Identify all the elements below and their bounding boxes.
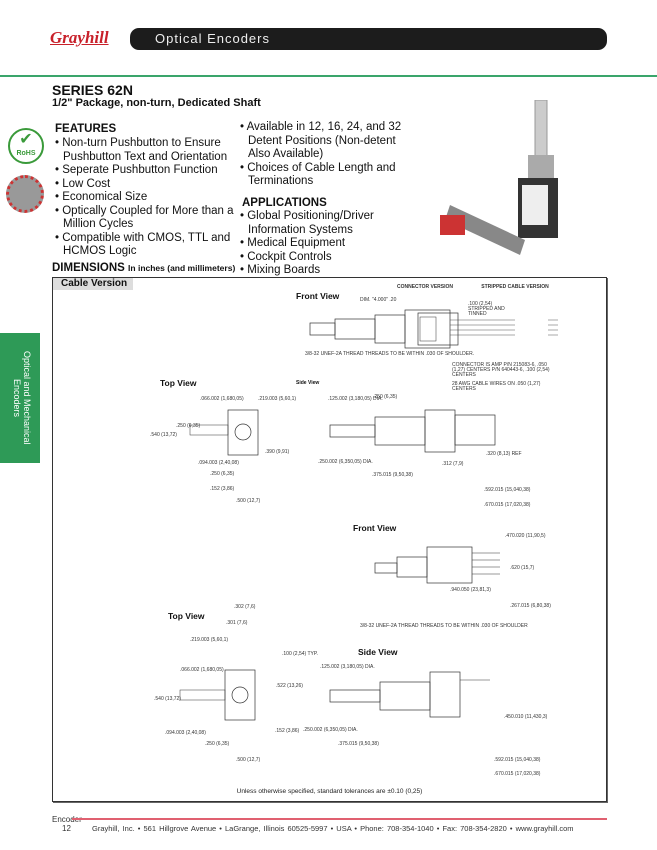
side-view-label: Side View <box>296 380 320 386</box>
dimension-label: .250 (6,35) <box>210 471 235 477</box>
thread-note: 3/8-32 UNEF-2A THREAD THREADS TO BE WITH… <box>305 351 475 357</box>
dimension-label: .450.010 (11,430,3) <box>504 714 548 720</box>
dimension-label: .620 (15,7) <box>510 565 535 571</box>
dimension-label: .320 (8,13) REF <box>486 451 522 457</box>
dimension-label: .500 (12,7) <box>236 498 261 504</box>
dimension-label: .152 (3,86) <box>275 728 300 734</box>
top-view-label-2: Top View <box>168 611 205 621</box>
dimension-label: .500 (12,7) <box>236 757 261 763</box>
dimension-label: .094.003 (2,40,08) <box>165 730 206 736</box>
front-view-drawing-2 <box>374 546 500 584</box>
dimension-label: .250 (6,35) <box>176 423 201 429</box>
top-view-label: Top View <box>160 378 197 388</box>
dimension-label: .250 (6,35) <box>205 741 230 747</box>
applications-list: Global Positioning/Driver Information Sy… <box>240 210 415 278</box>
front-view-label: Front View <box>296 291 340 301</box>
gear-seal-icon <box>6 175 44 213</box>
top-side-view-drawing-2 <box>179 669 490 721</box>
feature-item: Compatible with CMOS, TTL and HCMOS Logi… <box>55 232 235 259</box>
dimension-label: .066.002 (1,680,05) <box>180 667 224 673</box>
tolerance-note: Unless otherwise specified, standard tol… <box>236 788 423 795</box>
dimension-label: .592.015 (15,040,38) <box>494 757 541 763</box>
application-item: Global Positioning/Driver Information Sy… <box>240 210 415 237</box>
features-heading: FEATURES <box>55 123 117 135</box>
dimension-label: .094.003 (2,40,08) <box>198 460 239 466</box>
dimensions-box <box>52 277 607 802</box>
rohs-badge: ✔ RoHS <box>8 128 44 164</box>
grayhill-logo: Grayhill <box>50 28 109 47</box>
dimension-label: .375.015 (9,50,38) <box>338 741 379 747</box>
feature-item: Optically Coupled for More than a Millio… <box>55 205 235 232</box>
application-item: Cockpit Controls <box>240 251 415 265</box>
feature-item: Seperate Pushbutton Function <box>55 164 235 178</box>
feature-item: Available in 12, 16, 24, and 32 Detent P… <box>240 121 415 162</box>
features-list-right: Available in 12, 16, 24, and 32 Detent P… <box>240 121 415 189</box>
awg-note: 28 AWG CABLE WIRES ON .050 (1,27) CENTER… <box>452 381 541 392</box>
front-view-label-2: Front View <box>353 523 397 533</box>
dimension-label: .670.015 (17,020,38) <box>484 502 531 508</box>
dimension-label: .522 (13,26) <box>276 683 303 689</box>
stripped-dim: .100 (2,54) STRIPPED AND TINNED <box>468 301 505 317</box>
dimension-label: .100 (2,54) TYP. <box>282 651 318 657</box>
thread-note-2: 3/8-32 UNEF-2A THREAD THREADS TO BE WITH… <box>360 623 528 629</box>
connector-version-label: CONNECTOR VERSION <box>396 284 454 290</box>
footer-section: Encoder <box>52 815 82 824</box>
dimension-label: .250.002 (6,350,05) DIA. <box>303 727 358 733</box>
dimension-label: .219.003 (5,60,1) <box>190 637 229 643</box>
feature-item: Low Cost <box>55 178 235 192</box>
dimension-label: .540 (13,72) <box>150 432 177 438</box>
stripped-version-label: STRIPPED CABLE VERSION <box>481 284 549 290</box>
side-view-label-2: Side View <box>358 647 398 657</box>
applications-heading: APPLICATIONS <box>242 197 327 209</box>
dimension-label: .940.050 (23,81,3) <box>450 587 491 593</box>
application-item: Medical Equipment <box>240 237 415 251</box>
dimension-label: .219.003 (5,60,1) <box>258 396 297 402</box>
top-side-view-drawing <box>189 409 496 456</box>
feature-item: Non-turn Pushbutton to Ensure Pushbutton… <box>55 137 235 164</box>
divider <box>0 75 657 77</box>
dimension-label: .152 (3,86) <box>210 486 235 492</box>
dimension-label: .302 (7,6) <box>234 604 256 610</box>
side-tab: Optical and Mechanical Encoders <box>0 333 40 463</box>
page-number: 12 <box>62 824 71 833</box>
dimension-label: .312 (7,9) <box>442 461 464 467</box>
dimension-label: .301 (7,6) <box>226 620 248 626</box>
front-view-drawing <box>309 309 558 349</box>
dimension-label: .125.002 (3,180,05) DIA. <box>328 396 383 402</box>
feature-item: Economical Size <box>55 191 235 205</box>
page-subtitle: 1/2" Package, non-turn, Dedicated Shaft <box>52 97 261 109</box>
dimension-label: .375.015 (9,50,38) <box>372 472 413 478</box>
dimension-label: .250.002 (6,350,05) DIA. <box>318 459 373 465</box>
dimension-label: .250 (6,35) <box>373 394 398 400</box>
footer-address: Grayhill, Inc. • 561 Hillgrove Avenue • … <box>92 824 574 833</box>
dimension-label: .390 (9,91) <box>265 449 290 455</box>
features-list: Non-turn Pushbutton to Ensure Pushbutton… <box>55 137 235 259</box>
dimension-label: .470.020 (11,90,5) <box>505 533 546 539</box>
connector-note: CONNECTOR IS AMP P/N 215083-6, .050 (1,2… <box>452 362 550 378</box>
cable-length-dim: DIM. "4.000" .20 <box>360 297 397 303</box>
dimensions-heading: DIMENSIONS In inches (and millimeters) <box>52 262 236 274</box>
encoder-product-photo <box>440 100 558 255</box>
cable-version-label: Cable Version <box>53 278 133 290</box>
section-banner: Optical Encoders <box>130 28 607 50</box>
check-icon: ✔ <box>19 131 33 148</box>
dimension-label: .066.002 (1,680,05) <box>200 396 244 402</box>
dimension-label: .267.015 (6,80,38) <box>510 603 551 609</box>
application-item: Mixing Boards <box>240 264 415 278</box>
feature-item: Choices of Cable Length and Terminations <box>240 162 415 189</box>
dimension-label: .670.015 (17,020,38) <box>494 771 541 777</box>
footer-divider <box>72 818 607 820</box>
dimension-label: .540 (13,72) <box>154 696 181 702</box>
dimension-label: .125.002 (3,180,05) DIA. <box>320 664 375 670</box>
page-title: SERIES 62N <box>52 82 133 98</box>
dimension-label: .592.015 (15,040,38) <box>484 487 531 493</box>
